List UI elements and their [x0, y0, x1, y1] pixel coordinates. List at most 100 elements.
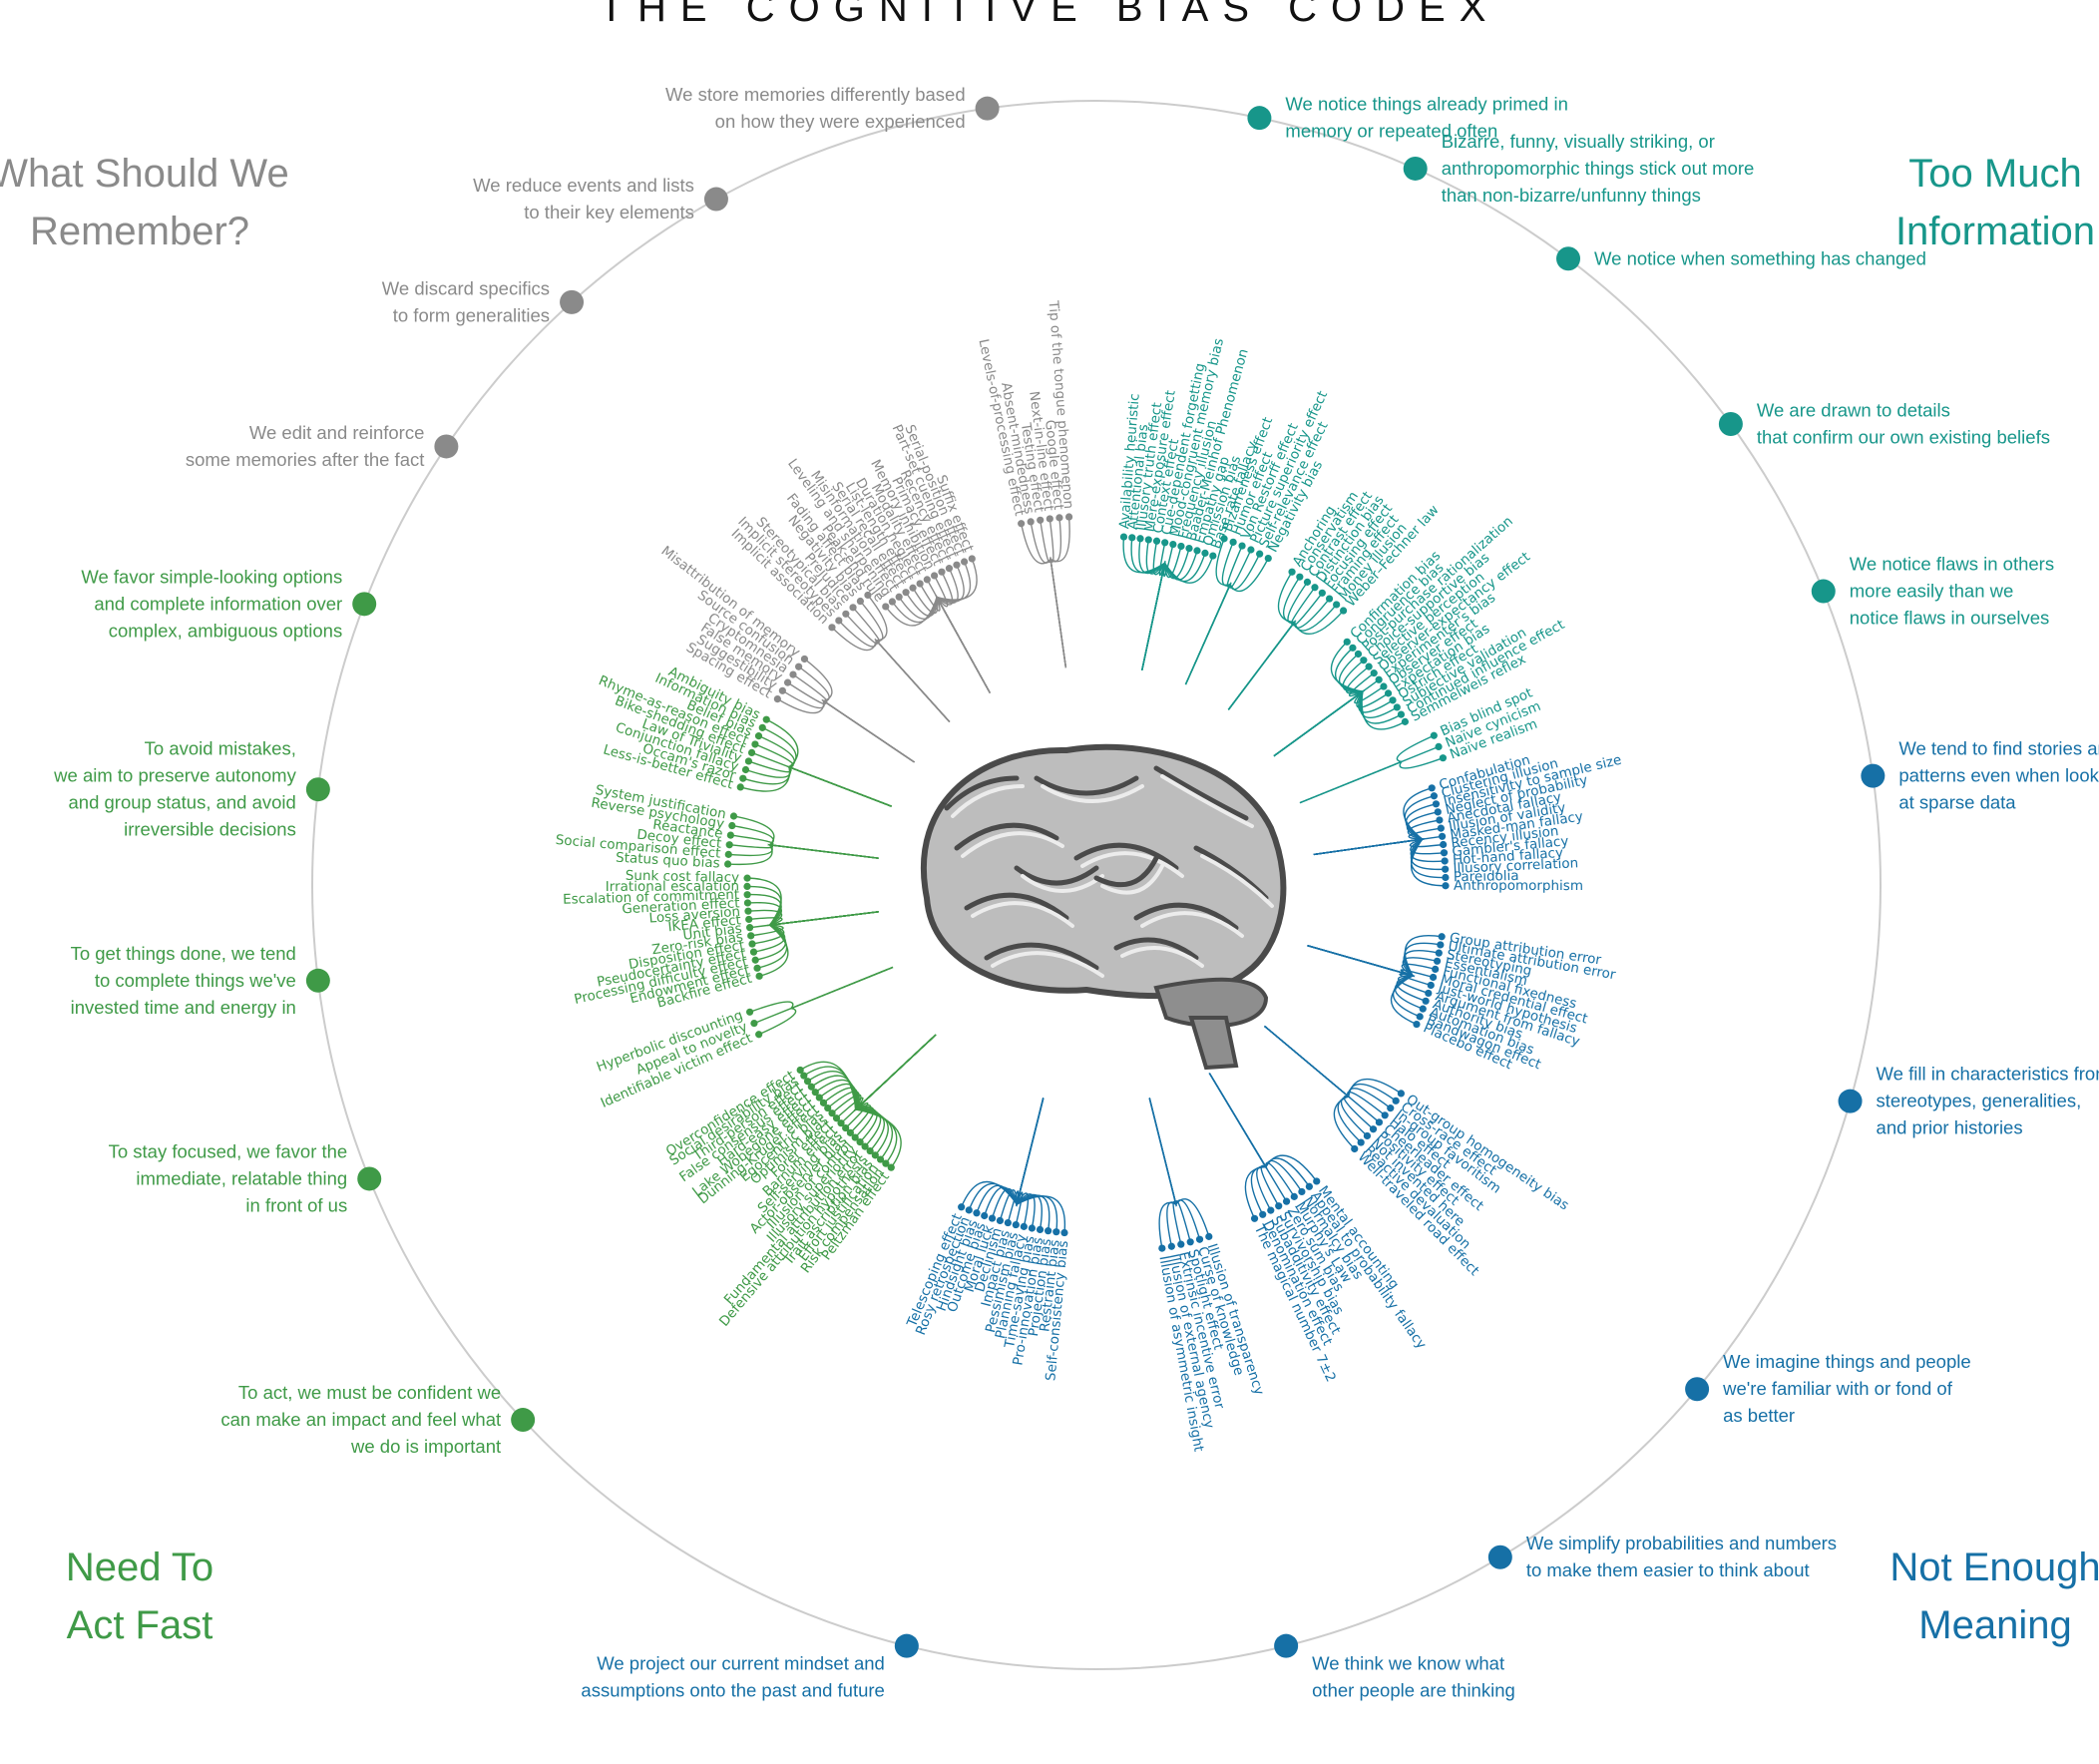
bias-label[interactable]: Hot-hand fallacy	[1453, 845, 1564, 869]
brain-highlight	[1140, 911, 1244, 938]
category-node[interactable]	[1403, 156, 1428, 181]
category-node[interactable]	[1685, 1377, 1710, 1402]
bias-label[interactable]: Irrational escalation	[606, 878, 739, 895]
branch-line	[1313, 838, 1446, 863]
leaf-dot	[800, 1072, 808, 1080]
quadrant-heading-line: Remember?	[29, 210, 250, 253]
category-node[interactable]	[1861, 763, 1886, 788]
branch-line	[905, 592, 991, 693]
leaf-dot	[824, 1103, 832, 1112]
leaf-dot	[1177, 1240, 1185, 1248]
category-node[interactable]	[975, 96, 1000, 121]
category-node[interactable]	[1487, 1544, 1512, 1569]
category-node[interactable]	[357, 1166, 382, 1191]
category-node[interactable]	[511, 1408, 536, 1433]
branch-line	[1208, 1073, 1272, 1211]
leaf-dot	[1397, 1090, 1405, 1098]
category-node[interactable]	[1838, 1089, 1863, 1113]
branch-line	[1273, 665, 1370, 757]
leaf-dot	[1435, 742, 1443, 750]
leaf-dot	[1128, 534, 1136, 542]
leaf-dot	[778, 686, 786, 694]
branch-line	[1307, 944, 1440, 978]
bias-label[interactable]: Sunk cost fallacy	[626, 868, 740, 886]
leaf-dot	[996, 1216, 1005, 1225]
branch-line	[845, 613, 951, 722]
page-title: THE COGNITIVE BIAS CODEX	[599, 0, 1500, 30]
brain-gyrus	[1093, 855, 1159, 888]
leaf-dot	[807, 1083, 815, 1091]
leaf-dot	[748, 940, 756, 948]
leaf-dot	[866, 1146, 874, 1155]
leaf-dot	[1343, 638, 1351, 646]
bias-label[interactable]: Anthropomorphism	[1454, 878, 1583, 894]
branch-line	[751, 911, 879, 945]
category-node[interactable]	[894, 1633, 919, 1658]
bias-label[interactable]: Illusory correlation	[1453, 855, 1578, 877]
category-node[interactable]	[305, 968, 330, 993]
category-node[interactable]	[703, 187, 728, 212]
category-node[interactable]	[1247, 106, 1272, 131]
leaf-dot	[1393, 703, 1401, 711]
branch-line	[1264, 1025, 1356, 1149]
category-label-line: We edit and reinforce	[249, 422, 425, 443]
leaf-dot	[842, 1123, 850, 1132]
leaf-dot	[1303, 578, 1312, 586]
category-node[interactable]	[560, 289, 585, 314]
leaf-dot	[1296, 573, 1304, 581]
category-node[interactable]	[1274, 1633, 1299, 1658]
bias-label[interactable]: Loss aversion	[648, 904, 741, 927]
category-label-line: We project our current mindset and	[597, 1653, 885, 1674]
leaf-dot	[1401, 717, 1409, 725]
bias-label[interactable]: Escalation of commitment	[563, 887, 739, 908]
bias-label[interactable]: Status quo bias	[616, 850, 720, 872]
category-node[interactable]	[1556, 246, 1581, 271]
branch-line	[731, 824, 879, 859]
category-node[interactable]	[352, 592, 377, 617]
branch-line	[758, 966, 894, 1036]
leaf-dot	[795, 662, 803, 670]
quadrant-heading-not-enough-meaning: Not Enough Meaning	[1876, 1539, 2099, 1654]
branch-line	[1208, 1073, 1303, 1192]
leaf-dot	[819, 1099, 828, 1106]
leaf-dot	[1425, 989, 1433, 998]
bias-label[interactable]: Generation effect	[622, 895, 740, 917]
category-branch: Levels-of-processing effectAbsent-minded…	[975, 299, 1076, 668]
leaf-dot	[1357, 1138, 1365, 1146]
branch-line	[1184, 545, 1243, 685]
leaf-dot	[1442, 882, 1450, 890]
branch-line	[733, 815, 879, 859]
category-node[interactable]	[1718, 412, 1743, 437]
branch-line	[1130, 537, 1166, 670]
branch-line	[1313, 838, 1447, 887]
brain-highlight	[1080, 851, 1184, 878]
category-node[interactable]	[434, 434, 459, 459]
quadrant-heading-remember: What Should We Remember?	[0, 145, 289, 260]
quadrant-heading-need-to-act-fast: Need To Act Fast	[40, 1539, 239, 1654]
category-label-line: We simplify probabilities and numbers	[1526, 1533, 1837, 1553]
branch-line	[1307, 944, 1429, 995]
category-node[interactable]	[1811, 579, 1836, 604]
branch-line	[1264, 1025, 1362, 1143]
leaf-dot	[1267, 1206, 1275, 1214]
category-label-line: We notice when something has changed	[1594, 247, 1926, 268]
branch-line	[1049, 518, 1067, 668]
bias-label[interactable]: IKEA effect	[667, 912, 742, 935]
leaf-dot	[750, 1020, 758, 1028]
branch-line	[1208, 1073, 1268, 1219]
category-node[interactable]	[305, 777, 330, 802]
branch-line	[1050, 516, 1070, 668]
leaf-dot	[895, 593, 903, 601]
leaf-dot	[743, 882, 751, 890]
branch-line	[1264, 1025, 1368, 1136]
branch-line	[849, 1034, 937, 1133]
bias-label[interactable]: Pareidolia	[1454, 868, 1519, 885]
bias-label[interactable]: Unit bias	[682, 921, 743, 944]
leaf-dot	[1434, 808, 1442, 816]
category-label-line: more easily than we	[1850, 581, 2014, 602]
leaf-dot	[1440, 840, 1448, 849]
leaf-dot	[1144, 536, 1152, 544]
